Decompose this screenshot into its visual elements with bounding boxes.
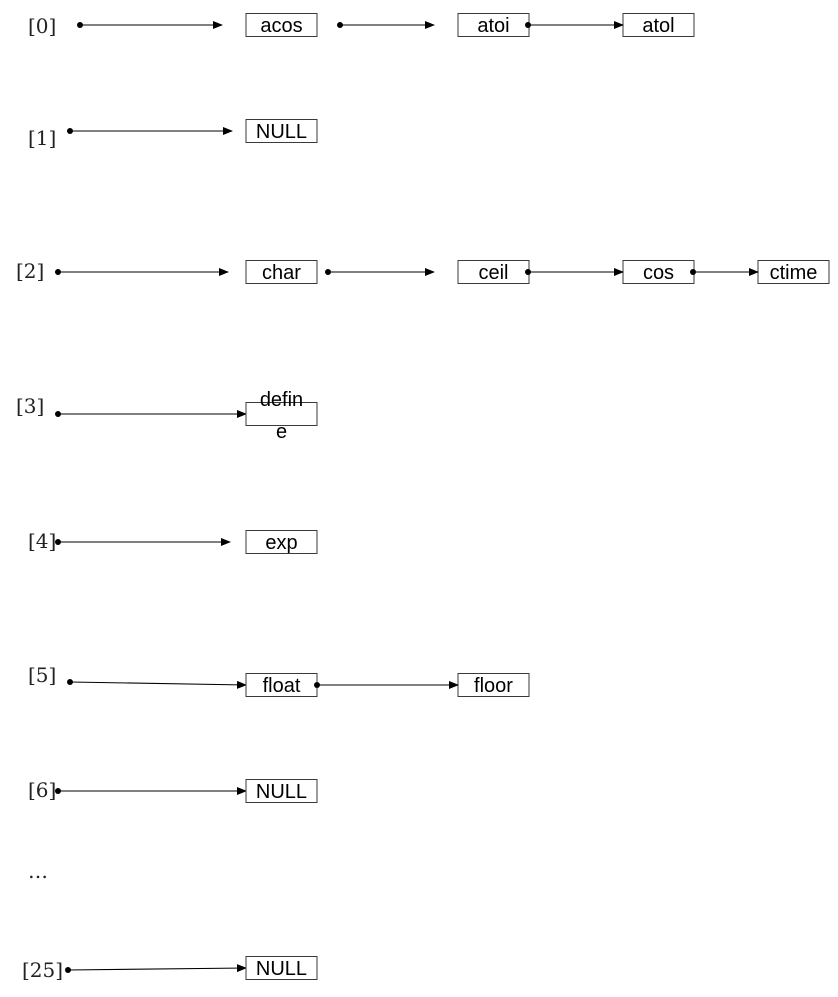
list-node-label: acos xyxy=(260,15,302,37)
list-node-label: e xyxy=(276,421,287,443)
bucket-row: [0] acos atoi atol xyxy=(28,13,695,38)
list-node-box xyxy=(245,956,318,980)
list-node-box xyxy=(245,779,318,803)
bucket-row: [4] exp xyxy=(28,529,318,554)
bucket-row: [1] NULL xyxy=(28,119,318,150)
bucket-index-label: [1] xyxy=(28,126,56,150)
list-node-label: floor xyxy=(474,675,513,697)
head-pointer-arrow xyxy=(67,964,247,973)
bucket-row: [3] defin e xyxy=(16,389,318,443)
list-node-box xyxy=(245,260,318,284)
bucket-index-label: [5] xyxy=(28,663,56,687)
bucket-index-label: [6] xyxy=(28,778,56,802)
list-node-box xyxy=(245,530,318,554)
bucket-row: [2] char ceil cos ctime xyxy=(16,259,830,284)
list-node-box xyxy=(245,13,318,37)
list-node-label: ctime xyxy=(770,262,818,284)
list-node-label: NULL xyxy=(256,121,307,143)
list-node-box xyxy=(245,119,318,143)
bucket-index-label: [3] xyxy=(16,394,44,418)
head-pointer-arrow xyxy=(69,680,247,689)
list-node-label: ceil xyxy=(478,262,508,284)
list-node-label: NULL xyxy=(256,958,307,980)
bucket-index-label: [2] xyxy=(16,259,44,283)
list-node-label: NULL xyxy=(256,781,307,803)
bucket-index-label: [4] xyxy=(28,529,56,553)
bucket-row: [25] NULL xyxy=(22,956,318,982)
rows-layer: [0] acos atoi atol [1] NULL [2] char ceil cos ctim… xyxy=(16,13,830,982)
ellipsis-label: … xyxy=(28,859,48,883)
bucket-row: [5] float floor xyxy=(28,663,530,697)
list-node-label: atoi xyxy=(477,15,509,37)
bucket-row: [6] NULL xyxy=(28,778,318,803)
bucket-index-label: [0] xyxy=(28,14,56,38)
bucket-index-label: [25] xyxy=(22,958,63,982)
list-node-label: float xyxy=(263,675,301,697)
list-node-label: char xyxy=(262,262,301,284)
list-node-label: defin xyxy=(260,389,303,411)
list-node-box xyxy=(245,402,318,426)
list-node-label: exp xyxy=(265,532,297,554)
list-node-label: cos xyxy=(643,262,674,284)
list-node-label: atol xyxy=(642,15,674,37)
